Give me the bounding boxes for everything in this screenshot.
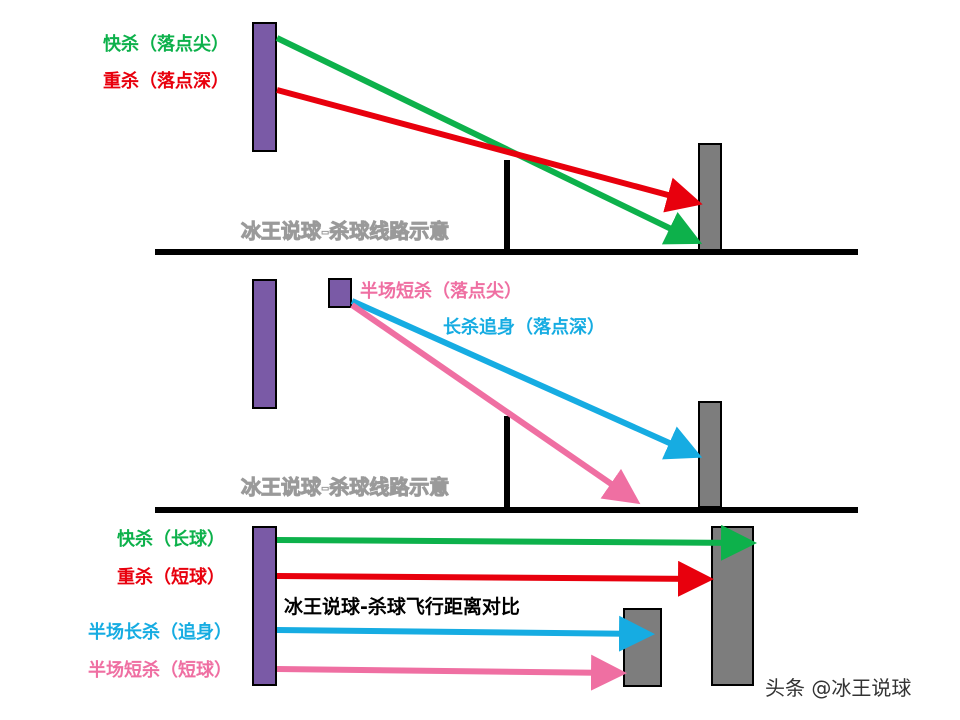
watermark-1: 冰王说球-杀球线路示意 <box>241 219 449 243</box>
player-small-2 <box>328 278 352 308</box>
half-short-smash-arrow <box>350 302 641 505</box>
label-half-short-smash-short: 半场短杀（短球） <box>88 659 232 681</box>
heavy-smash-arrow <box>276 87 703 213</box>
player-bar-1 <box>252 22 277 152</box>
opponent-bar-3-near <box>623 608 662 687</box>
label-fast-smash-long: 快杀（长球） <box>117 528 225 550</box>
player-bar-3 <box>252 526 277 686</box>
opponent-bar-3-far <box>711 526 754 686</box>
panel-3-flight-distance: 快杀（长球） 重杀（短球） 半场长杀（追身） 半场短杀（短球） 冰王说球-杀球飞… <box>88 524 757 691</box>
opponent-bar-1 <box>698 143 722 251</box>
fast-smash-long-arrow <box>276 524 757 561</box>
label-heavy-smash-deep: 重杀（落点深） <box>103 70 229 92</box>
panel-2-half-court-routes: 半场短杀（落点尖） 长杀追身（落点深） 冰王说球-杀球线路示意 <box>155 278 858 513</box>
player-bar-2 <box>252 279 277 409</box>
label-long-chase-smash: 长杀追身（落点深） <box>443 316 605 338</box>
label-fast-smash-tip: 快杀（落点尖） <box>103 33 229 55</box>
watermark-2: 冰王说球-杀球线路示意 <box>241 475 449 499</box>
half-short-smash-short-arrow <box>276 654 627 691</box>
footer-credit: 头条 @冰王说球 <box>765 676 911 700</box>
heavy-smash-short-arrow <box>276 560 714 597</box>
half-long-smash-arrow <box>276 615 655 652</box>
label-heavy-smash-short: 重杀（短球） <box>117 566 225 588</box>
label-half-short-smash: 半场短杀（落点尖） <box>360 280 522 302</box>
panel-1-smash-routes: 快杀（落点尖） 重杀（落点深） 冰王说球-杀球线路示意 <box>103 22 858 255</box>
fast-smash-arrow <box>275 35 703 245</box>
flight-distance-title: 冰王说球-杀球飞行距离对比 <box>284 595 520 618</box>
label-half-long-smash: 半场长杀（追身） <box>88 621 232 643</box>
opponent-bar-2 <box>698 401 722 508</box>
long-chase-smash-arrow <box>350 298 703 460</box>
